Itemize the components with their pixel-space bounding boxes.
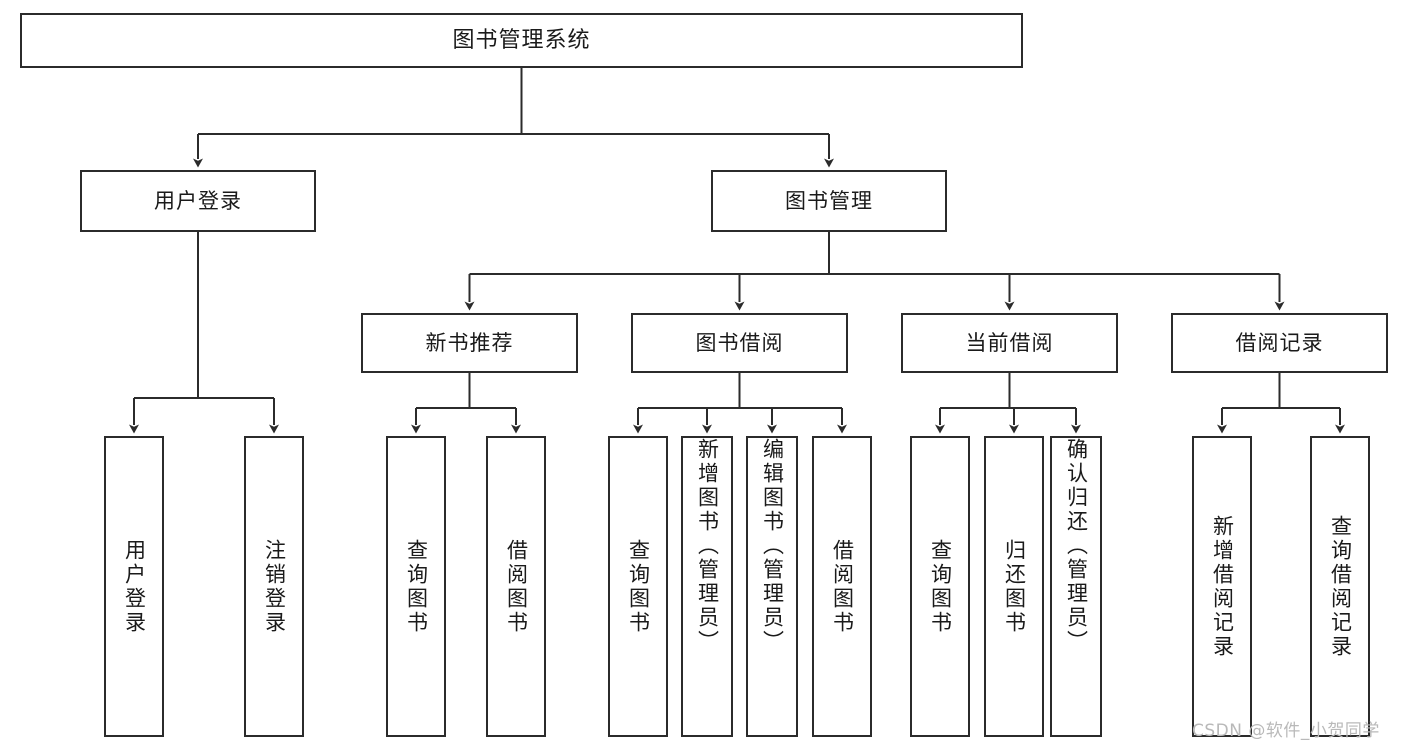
- leaf-user-logout-label: 注销登录: [262, 538, 287, 635]
- leaf-borrow-book-1[interactable]: 借阅图书: [486, 436, 546, 737]
- leaf-edit-book-admin-label: 编辑图书（管理员）: [760, 438, 785, 654]
- leaf-query-book-1-label: 查询图书: [404, 538, 429, 635]
- leaf-query-book-1[interactable]: 查询图书: [386, 436, 446, 737]
- leaf-query-borrow-record-label: 查询借阅记录: [1328, 514, 1353, 659]
- node-book-management-label: 图书管理: [785, 188, 873, 213]
- leaf-query-book-3[interactable]: 查询图书: [910, 436, 970, 737]
- csdn-watermark: CSDN @软件_小贺同学: [1192, 721, 1380, 741]
- leaf-user-login[interactable]: 用户登录: [104, 436, 164, 737]
- node-new-book-recommend[interactable]: 新书推荐: [361, 313, 578, 373]
- leaf-borrow-book-2-label: 借阅图书: [830, 538, 855, 635]
- node-book-borrow[interactable]: 图书借阅: [631, 313, 848, 373]
- leaf-edit-book-admin[interactable]: 编辑图书（管理员）: [746, 436, 798, 737]
- node-current-borrow[interactable]: 当前借阅: [901, 313, 1118, 373]
- leaf-confirm-return-admin[interactable]: 确认归还（管理员）: [1050, 436, 1102, 737]
- node-borrow-record[interactable]: 借阅记录: [1171, 313, 1388, 373]
- leaf-user-login-label: 用户登录: [122, 538, 147, 635]
- leaf-add-borrow-record[interactable]: 新增借阅记录: [1192, 436, 1252, 737]
- node-root[interactable]: 图书管理系统: [20, 13, 1023, 68]
- leaf-borrow-book-1-label: 借阅图书: [504, 538, 529, 635]
- leaf-add-book-admin[interactable]: 新增图书（管理员）: [681, 436, 733, 737]
- node-borrow-record-label: 借阅记录: [1235, 330, 1324, 355]
- node-user-login-label: 用户登录: [154, 188, 242, 213]
- leaf-return-book-label: 归还图书: [1002, 538, 1027, 635]
- leaf-query-borrow-record[interactable]: 查询借阅记录: [1310, 436, 1370, 737]
- leaf-query-book-3-label: 查询图书: [928, 538, 953, 635]
- leaf-borrow-book-2[interactable]: 借阅图书: [812, 436, 872, 737]
- node-root-label: 图书管理系统: [452, 27, 591, 53]
- leaf-add-book-admin-label: 新增图书（管理员）: [695, 438, 720, 654]
- leaf-add-borrow-record-label: 新增借阅记录: [1210, 514, 1235, 659]
- leaf-user-logout[interactable]: 注销登录: [244, 436, 304, 737]
- leaf-confirm-return-admin-label: 确认归还（管理员）: [1064, 438, 1089, 654]
- leaf-query-book-2[interactable]: 查询图书: [608, 436, 668, 737]
- leaf-return-book[interactable]: 归还图书: [984, 436, 1044, 737]
- node-new-book-recommend-label: 新书推荐: [425, 330, 514, 355]
- leaf-query-book-2-label: 查询图书: [626, 538, 651, 635]
- node-current-borrow-label: 当前借阅: [965, 330, 1054, 355]
- node-user-login[interactable]: 用户登录: [80, 170, 316, 232]
- node-book-management[interactable]: 图书管理: [711, 170, 947, 232]
- node-book-borrow-label: 图书借阅: [695, 330, 784, 355]
